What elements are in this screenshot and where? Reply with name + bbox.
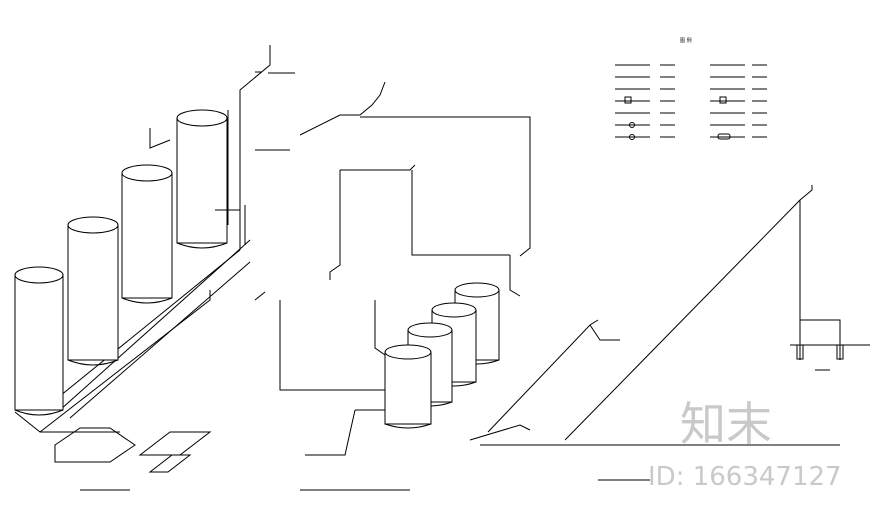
legend-title: 图 例 — [680, 37, 692, 44]
tank-cluster — [384, 282, 500, 429]
left-tank-array — [14, 45, 295, 491]
middle-piping-system — [254, 81, 531, 491]
right-diagonal-system — [469, 185, 870, 481]
tank-3 — [121, 164, 173, 304]
watermark-brand: 知末 — [680, 397, 772, 451]
watermark: 知末 ID: 166347127 — [648, 397, 842, 492]
tank-1 — [14, 266, 64, 416]
tank-2 — [67, 216, 119, 366]
legend: 图 例 — [615, 37, 767, 140]
watermark-id: ID: 166347127 — [648, 462, 842, 492]
tank-4 — [176, 109, 228, 249]
